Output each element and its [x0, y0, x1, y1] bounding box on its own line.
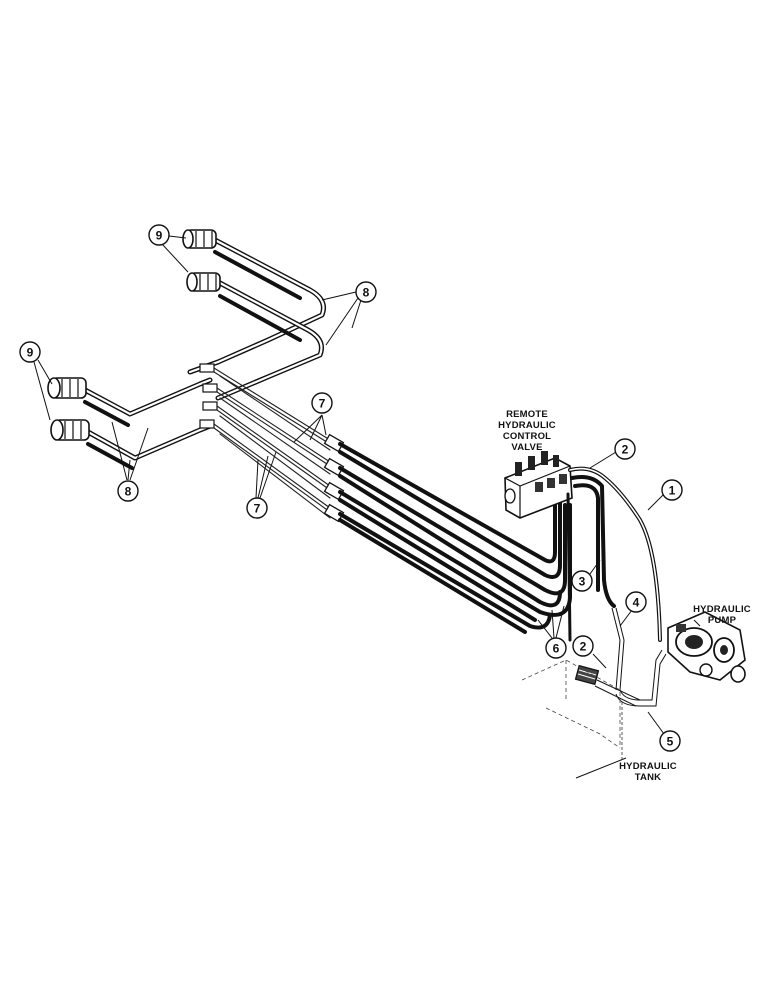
label-pump-line-2: PUMP: [708, 615, 737, 626]
lower-coupler-hoses: [82, 377, 213, 470]
upper-coupler-bottom: [186, 272, 221, 292]
callout-4: 4: [625, 591, 647, 613]
label-remote-valve-line-3: CONTROL: [503, 431, 551, 442]
label-remote-valve-line-2: HYDRAULIC: [498, 420, 556, 431]
valve-hoses: [338, 442, 572, 634]
callout-7-lower-number: 7: [254, 502, 261, 516]
lower-coupler-top: [47, 377, 87, 399]
callout-8-lower: 8: [117, 480, 139, 502]
callout-9-lower: 9: [19, 341, 41, 363]
callout-1: 1: [661, 479, 683, 501]
remote-control-valve: [504, 451, 573, 519]
rigid-tubes: [213, 367, 331, 519]
tank-fitting: [574, 664, 641, 707]
callout-5-number: 5: [667, 735, 674, 749]
label-remote-valve-line-4: VALVE: [511, 442, 542, 453]
callout-9-upper: 9: [148, 224, 170, 246]
leader-lines: [33, 235, 701, 735]
label-remote-valve: REMOTE HYDRAULIC CONTROL VALVE: [498, 409, 556, 453]
callout-9-lower-number: 9: [27, 346, 34, 360]
hydraulic-pump: [667, 611, 746, 683]
label-pump-line-1: HYDRAULIC: [693, 604, 751, 615]
upper-coupler-hoses: [187, 237, 326, 401]
callout-1-number: 1: [669, 484, 676, 498]
callout-7-lower: 7: [246, 497, 268, 519]
callout-8-upper-number: 8: [363, 286, 370, 300]
label-remote-valve-line-1: REMOTE: [506, 409, 548, 420]
upper-coupler-top: [182, 229, 217, 249]
callout-7-upper: 7: [311, 392, 333, 414]
label-tank: HYDRAULIC TANK: [619, 761, 677, 783]
callout-7-upper-number: 7: [319, 397, 326, 411]
callout-5: 5: [659, 730, 681, 752]
label-pump: HYDRAULIC PUMP: [693, 604, 751, 626]
callout-8-upper: 8: [355, 281, 377, 303]
lower-coupler-bottom: [50, 419, 90, 441]
callout-2-lower: 2: [572, 635, 594, 657]
callout-3: 3: [571, 570, 593, 592]
callout-6-number: 6: [553, 642, 560, 656]
callout-2-upper-number: 2: [622, 443, 629, 457]
callout-6: 6: [545, 637, 567, 659]
hose-end-fittings: [323, 433, 345, 523]
label-tank-line-2: TANK: [635, 772, 661, 783]
callout-3-number: 3: [579, 575, 586, 589]
callout-8-lower-number: 8: [125, 485, 132, 499]
callout-2-lower-number: 2: [580, 640, 587, 654]
bulkhead-fittings: [199, 363, 218, 429]
callout-2-upper: 2: [614, 438, 636, 460]
callout-9-upper-number: 9: [156, 229, 163, 243]
tank-outline: [521, 659, 627, 779]
callout-4-number: 4: [633, 596, 640, 610]
label-tank-line-1: HYDRAULIC: [619, 761, 677, 772]
